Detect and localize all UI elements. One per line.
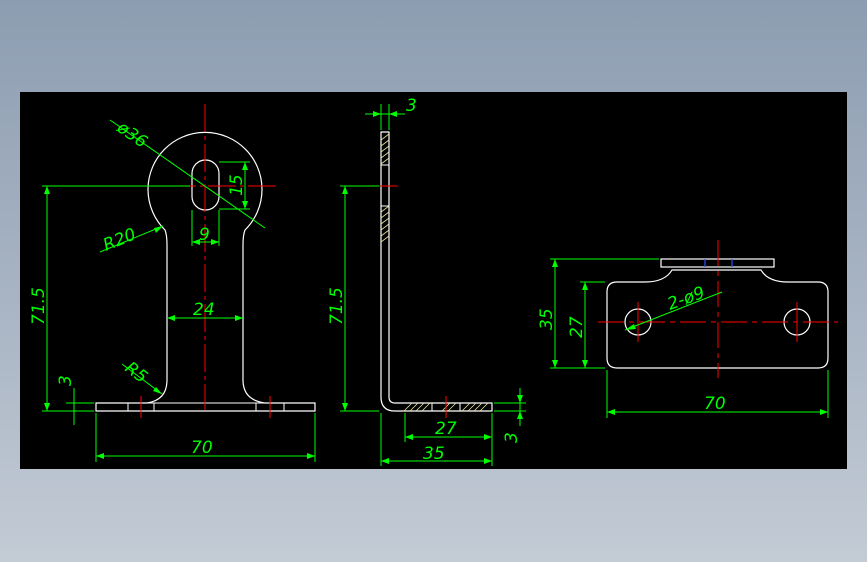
- top-27-label: 27: [567, 316, 587, 338]
- arrow: [484, 434, 492, 440]
- top-view-outline: [606, 269, 829, 369]
- hatch: [380, 133, 390, 141]
- slot-width-label: 9: [199, 225, 210, 245]
- hatch: [380, 151, 390, 159]
- arrow: [517, 411, 523, 419]
- side-height-label: 71.5: [327, 287, 347, 325]
- hatch: [380, 211, 390, 219]
- hatch: [380, 139, 390, 147]
- arrow: [552, 259, 558, 267]
- arrow: [96, 453, 104, 459]
- arrow: [552, 360, 558, 368]
- arrow: [154, 226, 163, 233]
- hatch: [380, 145, 390, 153]
- hatch: [409, 402, 419, 412]
- drawing-canvas: [20, 92, 847, 469]
- hatch: [467, 402, 477, 412]
- side-35-label: 35: [423, 444, 445, 464]
- hatch: [461, 402, 471, 412]
- arrow: [235, 315, 243, 321]
- arrow: [167, 315, 175, 321]
- hatch: [380, 229, 390, 237]
- hatch: [479, 402, 489, 412]
- base-thickness-label: 3: [56, 375, 76, 386]
- arrow: [820, 409, 828, 415]
- arrow: [582, 282, 588, 290]
- side-thickness-label: 3: [406, 96, 417, 116]
- hatch: [380, 223, 390, 231]
- arrow: [342, 403, 348, 411]
- hatch: [380, 235, 390, 243]
- arrow: [44, 403, 50, 411]
- arrow: [342, 186, 348, 194]
- hatch: [380, 157, 390, 165]
- hatch: [403, 402, 413, 412]
- dia-leader: [109, 119, 266, 229]
- arrow: [484, 458, 492, 464]
- hatch: [473, 402, 483, 412]
- side-base-thick-label: 3: [502, 432, 522, 443]
- hatch: [380, 205, 390, 213]
- slot-height-label: 15: [227, 174, 247, 196]
- side-view: 3 71.5 27 35 3: [327, 96, 526, 466]
- hatch: [415, 402, 425, 412]
- top-70-label: 70: [704, 394, 726, 414]
- arrow: [307, 453, 315, 459]
- arrow: [625, 324, 636, 330]
- arrow: [582, 360, 588, 368]
- side-view-outline: [380, 131, 493, 412]
- holes-leader: [624, 291, 723, 331]
- arrow: [381, 458, 389, 464]
- width-label: 70: [191, 438, 213, 458]
- arrow: [517, 395, 523, 403]
- arrow: [389, 111, 397, 117]
- arrow: [153, 387, 162, 394]
- front-view-outline: [95, 131, 316, 412]
- arrow: [192, 239, 200, 245]
- hatch: [421, 402, 431, 412]
- hatch: [447, 402, 457, 412]
- arrow: [405, 434, 413, 440]
- top-35-label: 35: [537, 308, 557, 330]
- arrow: [211, 239, 219, 245]
- side-27-label: 27: [435, 419, 457, 439]
- hatch: [380, 217, 390, 225]
- neck-width-label: 24: [193, 300, 215, 320]
- arrow: [242, 162, 248, 170]
- arrow: [373, 111, 381, 117]
- arrow: [607, 409, 615, 415]
- arrow: [242, 201, 248, 209]
- arrow: [44, 186, 50, 194]
- r20-leader: [99, 225, 164, 253]
- height-label: 71.5: [29, 287, 49, 325]
